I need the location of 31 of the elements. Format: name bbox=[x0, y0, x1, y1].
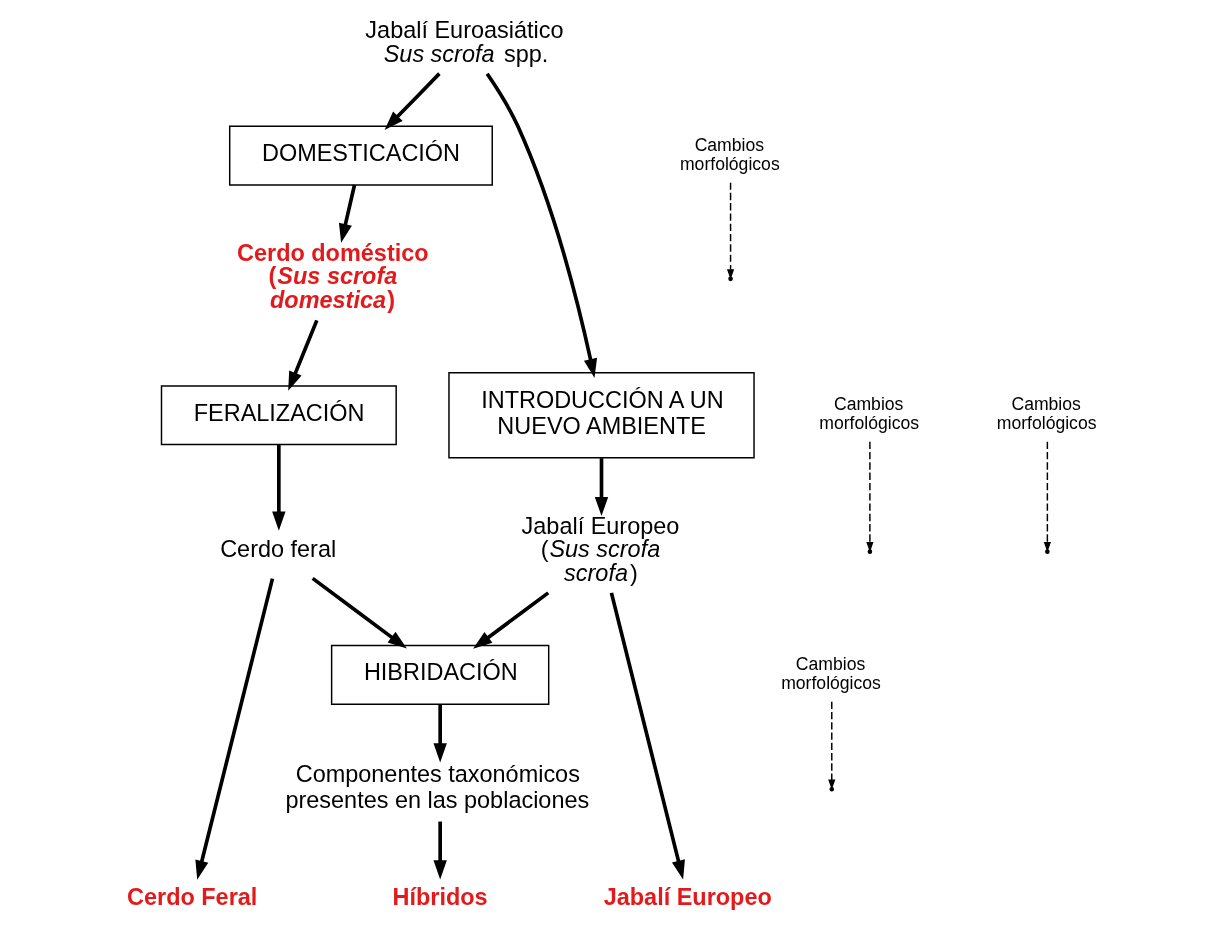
node-text: Cerdo Feral bbox=[127, 883, 258, 910]
arrow bbox=[195, 577, 275, 880]
node-text: Cambios morfológicos bbox=[781, 653, 881, 693]
node-text: Cerdo feral bbox=[220, 535, 337, 562]
arrow bbox=[866, 440, 874, 552]
node-text: Componentes taxonómicos presentes en las poblaciones bbox=[285, 760, 590, 813]
node-text: Jabalí Europeo (Sus scrofa scrofa) bbox=[521, 512, 680, 586]
arrow bbox=[433, 821, 447, 879]
arrow bbox=[485, 72, 598, 378]
arrow bbox=[288, 319, 319, 391]
node-text: Híbridos bbox=[392, 883, 488, 910]
arrow bbox=[338, 184, 357, 243]
arrow bbox=[609, 591, 685, 879]
node-text: Cambios morfológicos bbox=[819, 393, 920, 433]
node-text: Cambios morfológicos bbox=[996, 393, 1097, 433]
node-text: Cambios morfológicos bbox=[679, 134, 780, 174]
node-box: HIBRIDACIÓN bbox=[330, 644, 550, 705]
arrow bbox=[311, 576, 407, 649]
arrow bbox=[473, 590, 550, 649]
node-text: Cerdo doméstico (Sus scrofa domestica) bbox=[237, 239, 429, 313]
arrow bbox=[272, 444, 286, 531]
node-box: FERALIZACIÓN bbox=[160, 384, 397, 445]
arrow bbox=[433, 703, 447, 762]
node-text: Jabalí Euroasiático Sus scrofa spp. bbox=[365, 16, 564, 67]
arrow bbox=[594, 457, 609, 516]
arrow bbox=[384, 71, 441, 130]
node-box: INTRODUCCIÓN A UN NUEVO AMBIENTE bbox=[448, 371, 755, 459]
node-box: DOMESTICACIÓN bbox=[228, 125, 493, 186]
arrow bbox=[1043, 440, 1051, 552]
arrow bbox=[726, 181, 735, 279]
node-text: Jabalí Europeo bbox=[603, 883, 772, 910]
